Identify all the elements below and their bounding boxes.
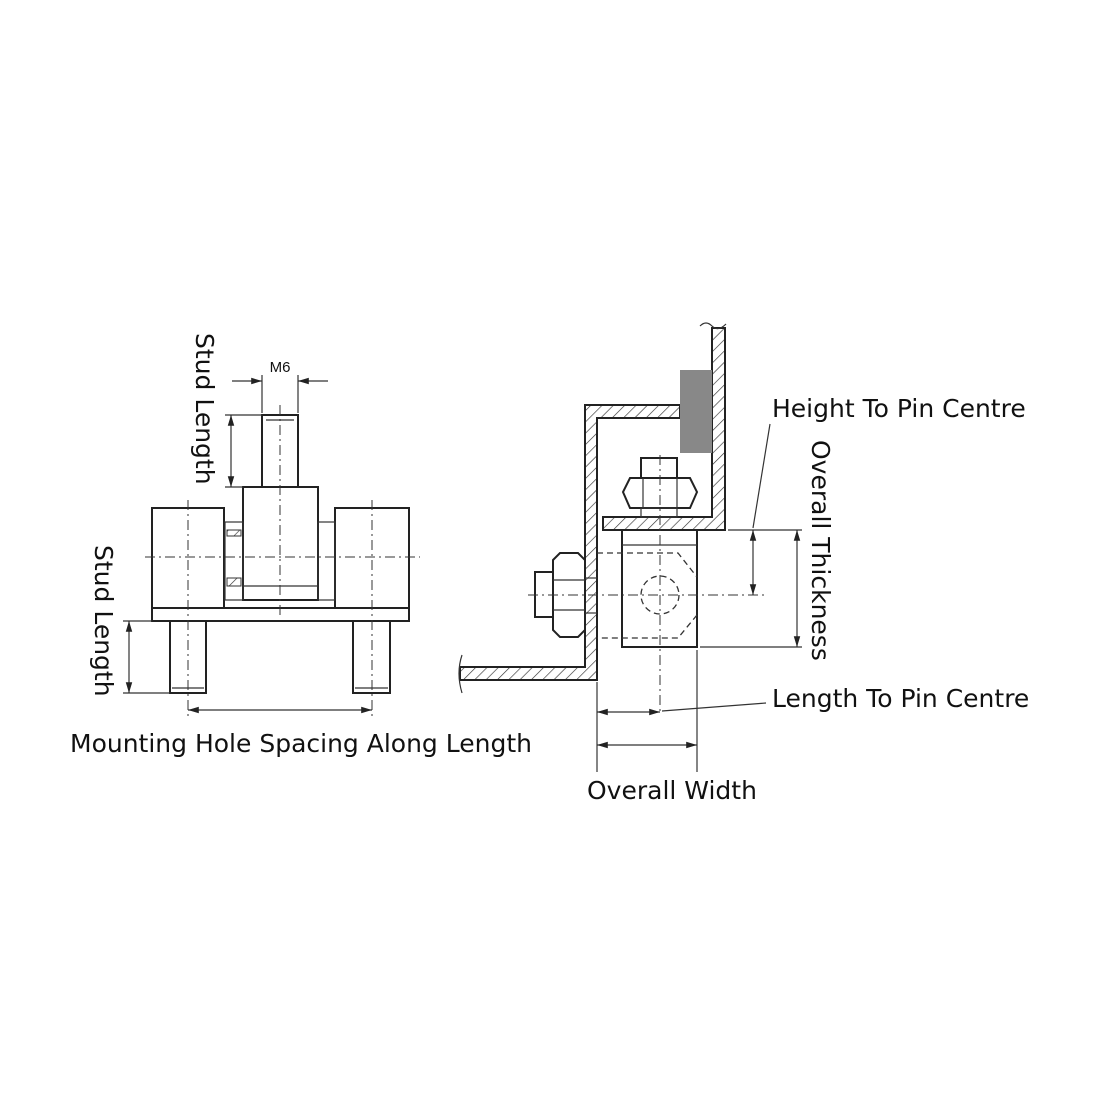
channel-bracket: [459, 404, 681, 681]
wall-bracket: [602, 327, 726, 531]
pad: [680, 370, 712, 453]
height-to-pin-centre-label: Height To Pin Centre: [772, 394, 1026, 423]
center-block: [242, 486, 319, 601]
overall-width-label: Overall Width: [587, 776, 757, 805]
top-nut: [621, 477, 699, 509]
side-view: Height To Pin Centre Overall Thickness L…: [458, 322, 1029, 805]
overall-thickness-label: Overall Thickness: [806, 440, 835, 661]
front-view: M6 Stud Length Stud Length Mounting Hole…: [70, 333, 532, 758]
lower-stud-length-label: Stud Length: [89, 545, 118, 697]
mounting-hole-spacing-label: Mounting Hole Spacing Along Length: [70, 729, 532, 758]
length-to-pin-centre-label: Length To Pin Centre: [772, 684, 1029, 713]
side-nut: [552, 552, 586, 638]
upper-stud-length-label: Stud Length: [190, 333, 219, 485]
thread-size-label: M6: [270, 359, 291, 376]
